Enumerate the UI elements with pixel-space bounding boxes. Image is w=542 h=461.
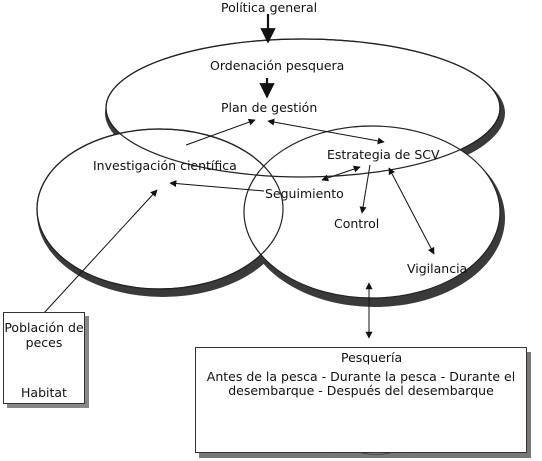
arrow-estrategia-seguimiento [321,165,361,182]
arrow-investigacion-to-plan [185,118,256,146]
ordenacion-pesquera-label: Ordenación pesquera [210,58,345,73]
vigilancia-label: Vigilancia [407,261,468,276]
poblacion-line1: Población de [4,320,84,335]
politica-general-label: Política general [221,0,318,15]
plan-de-gestion-label: Plan de gestión [221,100,318,115]
habitat-label: Habitat [21,385,67,400]
pesqueria-title: Pesquería [341,350,403,365]
arrow-plan-estrategia [267,118,385,145]
arrow-estrategia-to-control [359,164,371,214]
estrategia-scv-label: Estrategia de SCV [327,147,440,162]
poblacion-line2: peces [25,335,63,350]
investigacion-cientifica-label: Investigación científica [93,158,237,173]
control-label: Control [334,216,380,231]
pesqueria-box: Pesquería Antes de la pesca - Durante la… [195,347,527,453]
ordenacion-ellipse-outline [105,38,501,178]
seguimiento-label: Seguimiento [265,186,344,201]
poblacion-de-peces-box: Población de peces Habitat [3,312,85,404]
arrow-seguimiento-to-investigacion [169,180,265,192]
arrow-estrategia-vigilancia [388,167,435,255]
pesqueria-stages-line2: desembarque - Después del desembarque [228,383,494,398]
investigacion-ellipse-outline [36,128,284,290]
pesqueria-stages-line1: Antes de la pesca - Durante la pesca - D… [206,369,516,384]
arrow-poblacion-to-investigacion [43,189,158,314]
